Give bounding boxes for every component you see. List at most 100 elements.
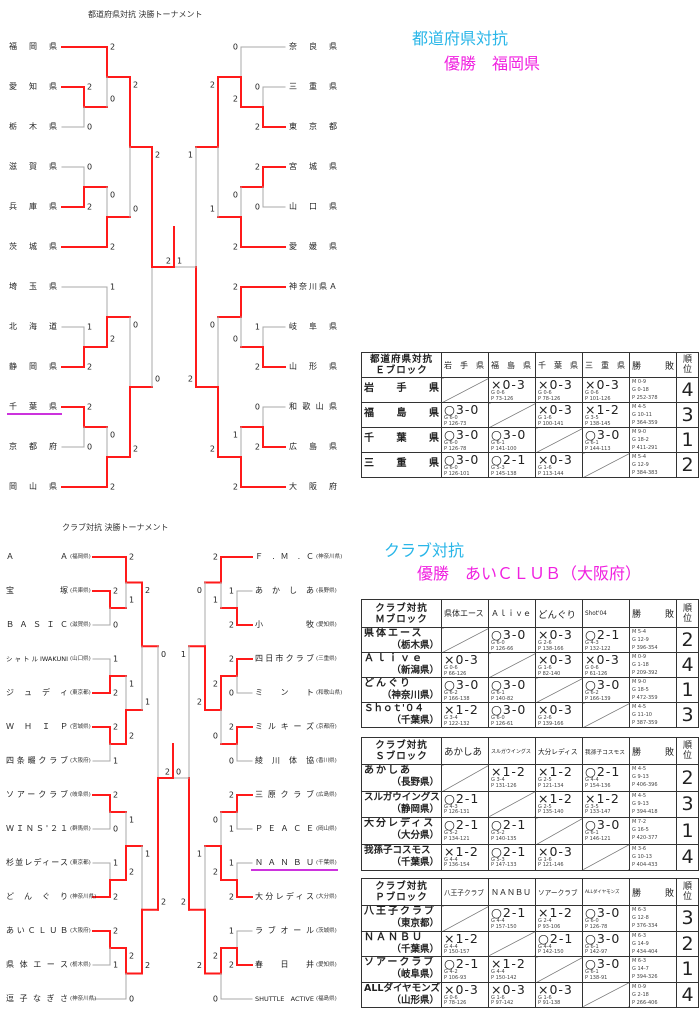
record-m: M 6-3	[632, 907, 647, 913]
team-name-cell: 八王子クラブ（東京都）	[361, 905, 442, 932]
match-score: 2	[87, 203, 92, 212]
team-name: 広島県	[289, 442, 337, 451]
point-score: P 131-126	[491, 782, 517, 789]
match-score: 0	[87, 163, 92, 172]
team-name-cell: ＮＡＮＢＵ（千葉県）	[361, 930, 442, 957]
point-score: P 61-126	[585, 670, 608, 677]
point-score: P 97-142	[491, 1000, 514, 1006]
team-prefecture: （山形県）	[391, 994, 439, 1006]
rank-cell: 1	[676, 817, 699, 845]
self-match-cell	[488, 930, 536, 957]
match-result: ○3-0	[585, 931, 621, 946]
block-title-line: クラブ対抗	[375, 602, 428, 614]
team-name: あいＣＬＵＢ	[6, 926, 68, 935]
match-score: 2	[110, 335, 115, 344]
self-match-cell	[488, 652, 536, 678]
point-score: P 73-126	[491, 395, 514, 402]
point-score: P 139-166	[538, 720, 564, 727]
game-score: G 1-6	[491, 994, 505, 1001]
game-score: G 1-6	[538, 665, 552, 671]
game-score: G 6-1	[585, 969, 599, 975]
rank-cell: 4	[676, 377, 699, 403]
match-result: ×1-2	[444, 844, 479, 859]
team-name: 四条畷クラブ	[6, 756, 68, 765]
rank-header: 順位	[676, 599, 699, 628]
rank-header: 順位	[676, 737, 699, 765]
team-name-cell: ソアークラブ（岐阜県）	[361, 956, 442, 983]
match-result: ×1-2	[538, 905, 573, 920]
point-score: P 126-78	[585, 923, 608, 930]
match-result: ×0-3	[585, 652, 620, 667]
match-score: 1	[113, 757, 118, 766]
game-score: G 4-4	[491, 918, 505, 924]
team-name: 大分レディス	[364, 818, 436, 829]
match-score: 1	[145, 850, 150, 859]
club-bracket-title: クラブ対抗 決勝トーナメント	[62, 523, 169, 532]
match-score: 1	[113, 859, 118, 868]
match-score: 1	[145, 698, 150, 707]
record-g: G 9-13	[632, 800, 649, 807]
team-prefecture: (滋賀県)	[70, 622, 91, 628]
column-header: あかしあ	[441, 737, 489, 765]
team-prefecture: (東京都)	[70, 690, 91, 696]
match-score: 2	[197, 961, 202, 970]
match-result: ○2-1	[491, 817, 527, 832]
match-score: 0	[233, 191, 238, 200]
game-score: G 2-5	[538, 803, 552, 810]
record-m: M 5-4	[632, 629, 647, 635]
point-score: P 141-100	[491, 445, 517, 452]
team-name: 福岡県	[9, 42, 57, 51]
game-score: G 5-2	[491, 830, 505, 836]
team-name: 静岡県	[9, 362, 57, 371]
point-score: P 140-135	[491, 835, 517, 842]
game-score: G 5-3	[491, 465, 505, 471]
team-name: ジ ュ デ ィ	[6, 688, 68, 697]
match-score: 2	[233, 483, 238, 492]
match-result: ○3-0	[444, 402, 480, 417]
match-result: ×0-3	[585, 377, 620, 392]
record-p: P 376-334	[632, 923, 658, 929]
match-score: 0	[213, 732, 218, 741]
game-score: G 4-3	[444, 803, 458, 810]
team-name-cell: 我孫子コスモス（千葉県）	[361, 843, 442, 871]
match-result: ○2-1	[538, 931, 574, 946]
match-score: 2	[255, 163, 260, 172]
team-name-cell: Ｓｈｏｔ'０４（千葉県）	[361, 702, 442, 728]
record-p: P 420-377	[632, 835, 658, 841]
self-match-cell	[488, 402, 536, 428]
match-result: ○2-1	[585, 764, 621, 779]
match-score: 2	[161, 897, 166, 906]
rank-header: 順位	[676, 352, 699, 378]
match-score: 0	[110, 95, 115, 104]
team-name: 愛知県	[9, 82, 57, 91]
match-result: ×1-2	[491, 956, 526, 971]
match-score: 0	[210, 321, 215, 330]
team-name-cell: 岩 手 県	[361, 377, 442, 403]
block-title-line: Ｅブロック	[375, 365, 428, 376]
game-score: G 6-2	[444, 690, 458, 696]
game-score: G 3-4	[491, 777, 505, 783]
match-score: 2	[129, 553, 134, 562]
record-header: 勝 敗	[629, 737, 677, 765]
match-score: 2	[87, 363, 92, 372]
record-m: M 4-5	[632, 704, 647, 710]
self-match-cell	[535, 677, 583, 703]
rank-cell: 1	[676, 427, 699, 453]
team-prefecture: (愛知県)	[316, 962, 337, 968]
